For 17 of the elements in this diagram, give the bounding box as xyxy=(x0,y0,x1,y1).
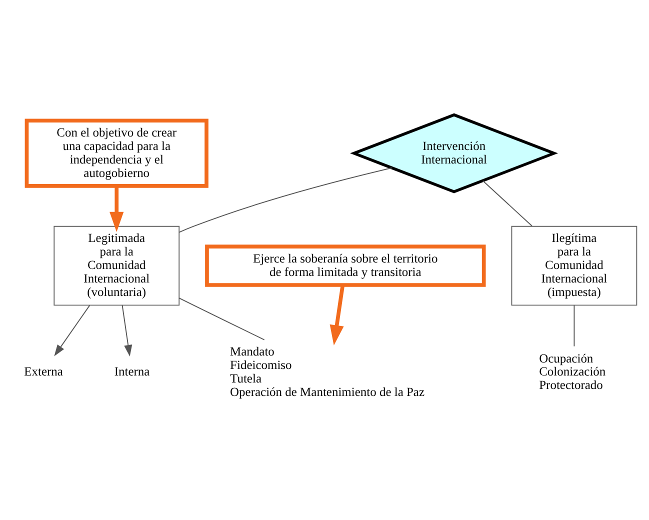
node-box: Con el objetivo de crear una capacidad para la independencia y el autogobierno xyxy=(24,118,208,188)
connector xyxy=(482,180,532,226)
connector xyxy=(178,298,265,340)
node-text: Externa xyxy=(24,364,63,379)
node-diamond: Intervención Internacional xyxy=(350,113,558,194)
node-text: Ocupación Colonización Protectorado xyxy=(539,351,606,392)
node-box: Legitimada para la Comunidad Internacional (voluntaria) xyxy=(54,226,180,306)
arrow xyxy=(54,304,90,356)
connector xyxy=(178,167,392,233)
arrow xyxy=(330,284,345,346)
arrow xyxy=(122,304,132,357)
node-box: Ilegítima para la Comunidad Internacional (impuesta) xyxy=(511,226,638,306)
arrow xyxy=(110,186,124,232)
node-text: Mandato Fideicomiso Tutela Operación de Mantenimiento de la Paz xyxy=(230,344,425,399)
node-text: Interna xyxy=(114,364,150,379)
connector xyxy=(574,304,575,347)
node-box: Ejerce la soberanía sobre el territorio de forma limitada y transitoria xyxy=(205,244,486,287)
